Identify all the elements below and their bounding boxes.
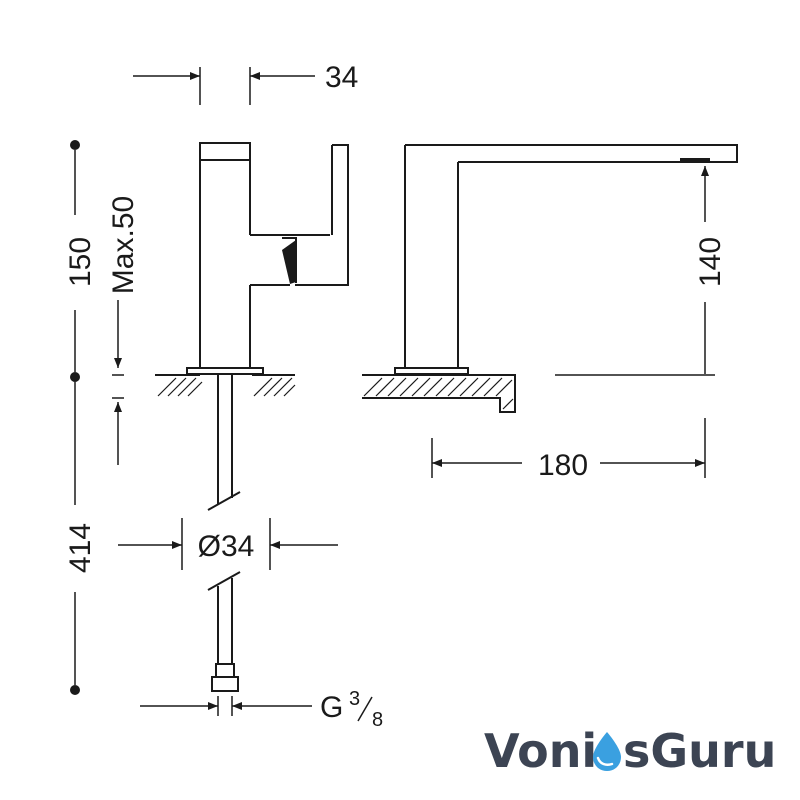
dim-connection-prefix: G — [320, 691, 343, 724]
vonios-guru-logo: Voni sGuru — [484, 724, 776, 778]
dim-spout-reach: 180 — [431, 418, 706, 482]
dim-hole-diameter: Ø34 — [118, 518, 338, 570]
dim-spout-height-label: 140 — [694, 237, 727, 287]
dim-handle-max-label: Max.50 — [107, 196, 140, 294]
dim-connection-numerator: 3 — [349, 688, 360, 710]
hose — [207, 374, 241, 692]
water-drop-icon — [593, 732, 621, 771]
dim-left-vertical: 150 414 — [64, 140, 97, 695]
countertop-right — [362, 374, 516, 413]
dim-hole-diameter-label: Ø34 — [198, 530, 255, 563]
dim-spout-height: 140 — [555, 166, 727, 376]
dim-handle-max: Max.50 — [107, 196, 140, 465]
logo-text-part1: Voni — [484, 724, 597, 778]
dim-hose-length-label: 414 — [64, 523, 97, 573]
countertop-left — [155, 374, 296, 397]
dim-connection: G 3 8 — [140, 688, 383, 731]
dim-connection-denominator: 8 — [372, 709, 383, 731]
dim-height-total-label: 150 — [64, 237, 97, 287]
logo-text-part2: sGuru — [623, 724, 776, 778]
dim-top-width-label: 34 — [325, 61, 358, 94]
faucet-side-view — [186, 142, 349, 375]
faucet-front-view — [394, 144, 738, 375]
dim-spout-reach-label: 180 — [538, 449, 588, 482]
dim-top-width: 34 — [133, 61, 358, 105]
